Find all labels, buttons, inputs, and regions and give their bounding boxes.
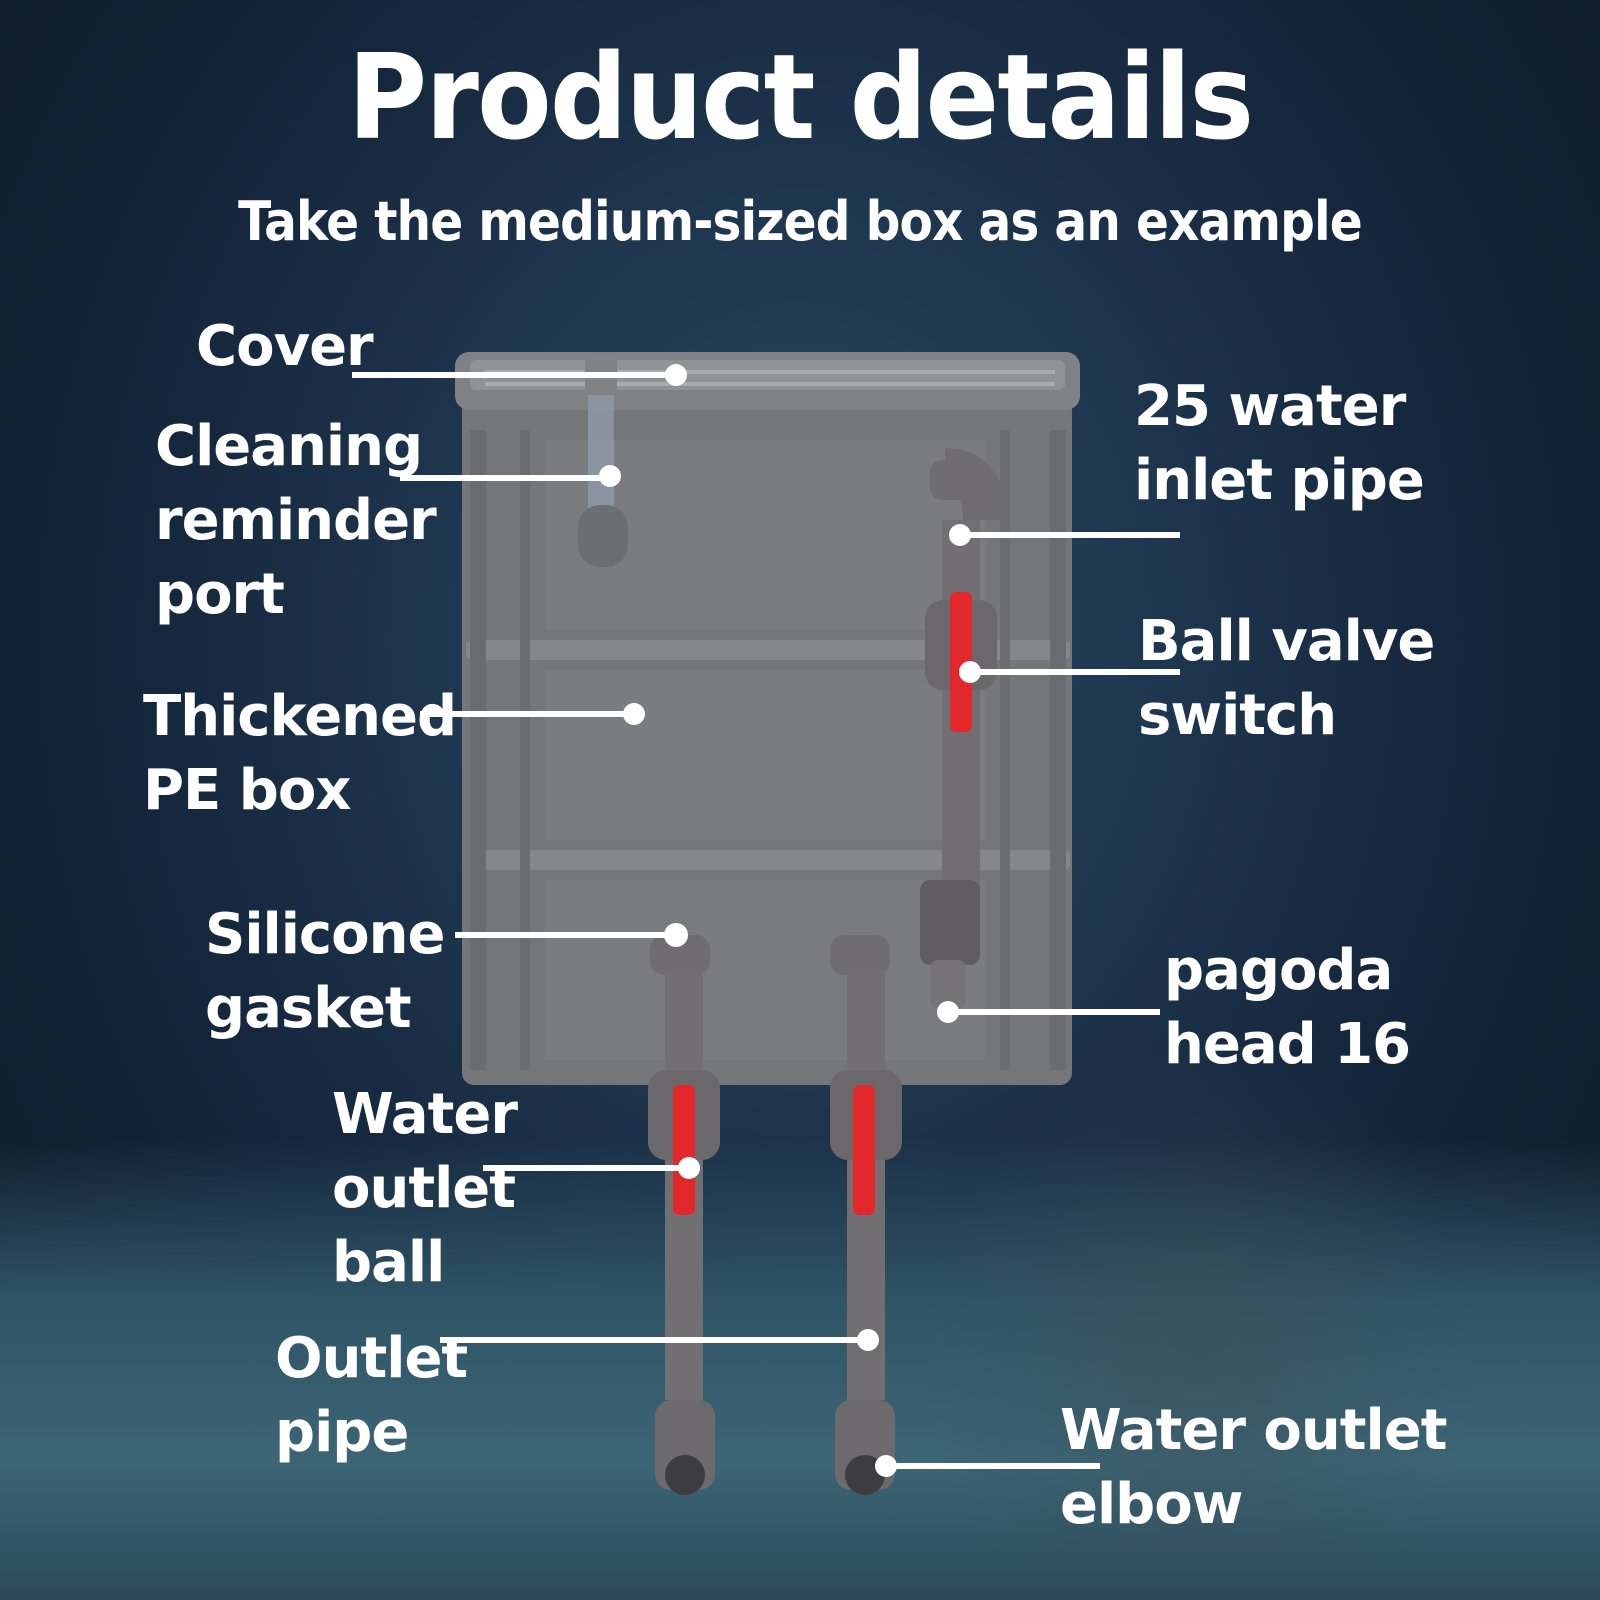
label-outlet-ball: Water outlet ball [332, 1082, 518, 1295]
left-outlet-pipe [648, 935, 720, 1495]
label-inlet-pipe: 25 water inlet pipe [1134, 374, 1425, 513]
inlet-pipe [920, 448, 1007, 1008]
leader-lines [352, 364, 1180, 1477]
page-subtitle: Take the medium-sized box as an example [238, 190, 1363, 253]
label-cleaning-port: Cleaning reminder port [155, 414, 437, 627]
leader-dot-outlet-ball [678, 1157, 700, 1179]
left-outlet-valve-handle [673, 1085, 695, 1215]
leader-dot-outlet-elbow [875, 1455, 897, 1477]
label-cover: Cover [196, 314, 374, 379]
label-pe-box: Thickened PE box [143, 684, 457, 823]
leader-dot-pagoda [937, 1001, 959, 1023]
coral-reef-background [920, 1040, 1480, 1560]
cleaning-port-tube [578, 355, 628, 567]
label-gasket: Silicone gasket [205, 902, 445, 1041]
leader-dot-gasket [664, 923, 688, 947]
right-outlet-pipe [830, 935, 902, 1495]
label-outlet-pipe: Outlet pipe [275, 1326, 468, 1465]
leader-dot-inlet-pipe [949, 524, 971, 546]
page-title: Product details [347, 28, 1255, 166]
label-outlet-elbow: Water outlet elbow [1060, 1398, 1447, 1537]
label-ball-valve: Ball valve switch [1138, 609, 1435, 748]
label-pagoda: pagoda head 16 [1164, 938, 1411, 1077]
leader-dot-cleaning-port [599, 465, 621, 487]
leader-dot-cover [665, 364, 687, 386]
inlet-valve-handle [950, 592, 972, 732]
right-outlet-valve-handle [853, 1085, 875, 1215]
leader-dot-ball-valve [959, 661, 981, 683]
leader-dot-outlet-pipe [857, 1329, 879, 1351]
filter-box [455, 352, 1080, 1085]
leader-dot-pe-box [623, 703, 645, 725]
